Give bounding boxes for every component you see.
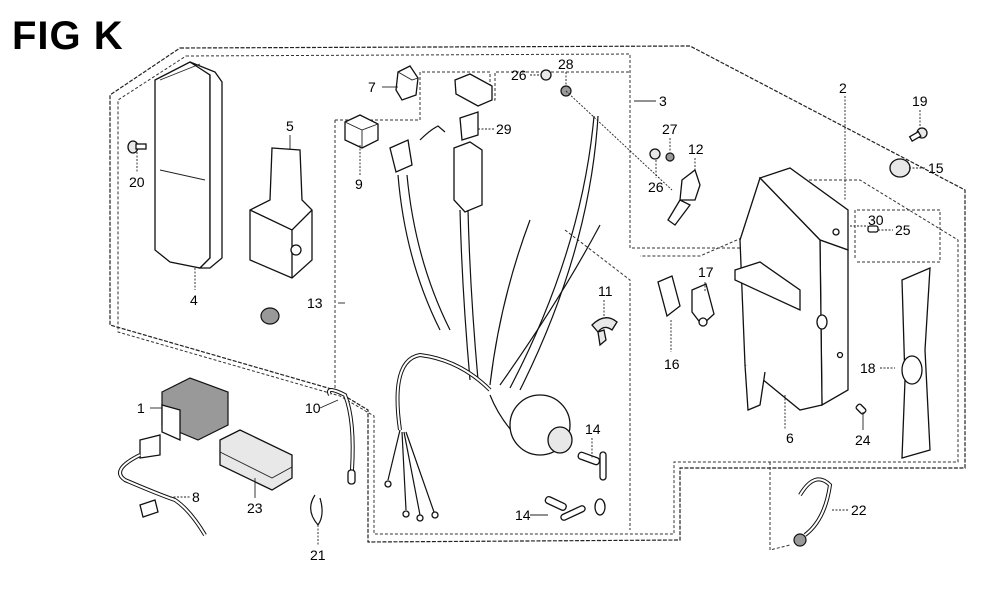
callout-26b: 26 xyxy=(648,179,664,195)
part-fuse-holder xyxy=(453,73,493,213)
callout-22: 22 xyxy=(851,502,867,518)
part-fasteners xyxy=(855,127,928,415)
callout-labels: 1 2 3 4 5 6 7 8 9 10 11 12 13 14 14 15 1… xyxy=(129,56,944,563)
part-label xyxy=(901,266,931,459)
callout-30: 30 xyxy=(868,212,884,228)
part-switches xyxy=(657,275,715,327)
callout-5: 5 xyxy=(286,118,294,134)
part-band-21 xyxy=(310,494,323,526)
part-clip xyxy=(591,317,618,347)
part-ignition-switch xyxy=(509,394,573,456)
callout-26a: 26 xyxy=(511,67,527,83)
callout-16: 16 xyxy=(664,356,680,372)
leader-lines xyxy=(136,72,925,545)
callout-20: 20 xyxy=(129,174,145,190)
band-frame xyxy=(769,462,791,551)
callout-6: 6 xyxy=(786,430,794,446)
part-band-22 xyxy=(793,477,833,547)
callout-4: 4 xyxy=(190,292,198,308)
part-terminal xyxy=(667,168,701,226)
part-grommet xyxy=(260,307,280,325)
callout-12: 12 xyxy=(688,141,704,157)
callout-11: 11 xyxy=(598,283,613,299)
callout-18: 18 xyxy=(860,360,876,376)
callout-14b: 14 xyxy=(515,507,531,523)
part-cover xyxy=(154,61,223,269)
part-damper xyxy=(219,429,293,491)
callout-7: 7 xyxy=(368,79,376,95)
part-relay-7 xyxy=(395,65,419,101)
callout-8: 8 xyxy=(192,489,200,505)
part-bracket xyxy=(249,147,313,279)
figure-title: FIG K xyxy=(12,14,124,58)
callout-10: 10 xyxy=(305,400,321,416)
callout-28: 28 xyxy=(558,56,574,72)
part-wire-harness xyxy=(384,115,601,522)
part-ground-wire xyxy=(327,388,356,485)
part-connector xyxy=(389,125,446,173)
part-control-box xyxy=(734,167,849,411)
callout-19: 19 xyxy=(912,93,928,109)
callout-2: 2 xyxy=(839,80,847,96)
callout-23: 23 xyxy=(247,500,263,516)
callout-25: 25 xyxy=(895,222,911,238)
callout-27: 27 xyxy=(662,121,678,137)
inner-frame xyxy=(117,53,959,535)
part-regulator xyxy=(161,377,229,442)
callout-15: 15 xyxy=(928,160,944,176)
callout-13: 13 xyxy=(307,295,323,311)
part-screw-20 xyxy=(127,140,147,154)
harness-frame-right xyxy=(564,229,631,530)
part-relay-9 xyxy=(344,114,379,149)
part-nuts xyxy=(540,69,675,191)
part-keys xyxy=(544,451,607,521)
callout-24: 24 xyxy=(855,432,871,448)
part-sub-harness xyxy=(118,434,207,537)
callout-14a: 14 xyxy=(585,421,601,437)
callout-21: 21 xyxy=(310,547,326,563)
callout-29: 29 xyxy=(496,121,512,137)
callout-17: 17 xyxy=(698,264,714,280)
callout-3: 3 xyxy=(659,93,667,109)
callout-9: 9 xyxy=(355,176,363,192)
callout-1: 1 xyxy=(137,400,145,416)
